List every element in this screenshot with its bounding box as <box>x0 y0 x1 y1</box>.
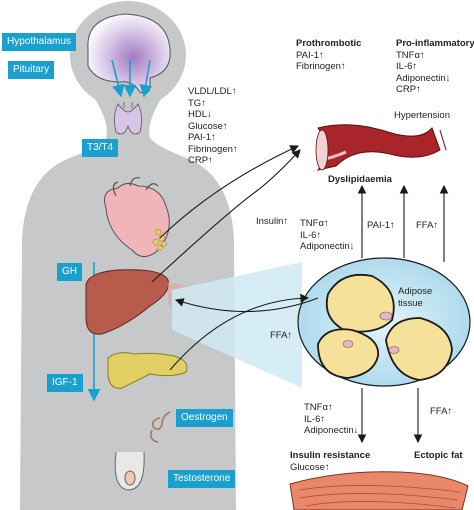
ectopic-fat-label: Ectopic fat <box>414 450 463 461</box>
adipose-tissue-illustration <box>297 257 471 387</box>
tag-oestrogen: Oestrogen <box>176 409 233 427</box>
pai1-up-label: PAI-1↑ <box>367 220 395 231</box>
marker-pai1: PAI-1↑ <box>188 132 216 143</box>
marker-fibrinogen: Fibrinogen↑ <box>188 143 238 155</box>
thyroid-illustration <box>114 102 142 135</box>
insulin-resistance-block: Insulin resistance Glucose↑ <box>290 450 370 473</box>
proinflammatory-adiponectin: Adiponectin↓ <box>396 72 451 84</box>
marker-glucose: Glucose↑ <box>188 120 228 132</box>
marker-vldl-ldl: VLDL/LDL↑ <box>188 86 237 97</box>
down-tnf: TNFα↑ <box>304 402 333 413</box>
proinflammatory-tnf: TNFα↑ <box>396 49 425 61</box>
adipose-zoom-funnel <box>172 262 302 388</box>
tag-t3t4: T3/T4 <box>82 139 119 157</box>
prothrombotic-title: Prothrombotic <box>296 38 362 49</box>
blood-markers-list: VLDL/LDL↑ TG↑ HDL↓ Glucose↑ PAI-1↑ Fibri… <box>188 86 238 167</box>
ffa-liver-label: FFA↑ <box>270 330 293 341</box>
proinflammatory-il6: IL-6↑ <box>396 61 418 72</box>
down-adiponectin: Adiponectin↓ <box>304 425 359 436</box>
proinflammatory-block: Pro-inflammatory TNFα↑ IL-6↑ Adiponectin… <box>396 38 474 96</box>
prothrombotic-pai1: PAI-1↑ <box>296 49 324 61</box>
tag-pituitary: Pituitary <box>8 61 55 79</box>
proinflammatory-crp: CRP↑ <box>396 84 421 95</box>
ffa-down-label: FFA↑ <box>430 406 453 417</box>
adipose-label-line2: tissue <box>398 297 423 309</box>
glucose-up-label: Glucose↑ <box>290 461 330 473</box>
insulin-resistance-label: Insulin resistance <box>290 450 371 461</box>
marker-crp: CRP↑ <box>188 155 213 166</box>
tag-testosterone: Testosterone <box>168 470 236 488</box>
ffa-up-right-label: FFA↑ <box>416 220 439 231</box>
marker-tg: TG↑ <box>188 97 206 109</box>
adipose-label-line1: Adipose <box>398 286 433 297</box>
up-adiponectin: Adiponectin↓ <box>300 241 355 252</box>
pathway-arrows <box>151 145 449 444</box>
adipose-tissue-label: Adipose tissue <box>398 286 432 309</box>
hypertension-label: Hypertension <box>394 110 450 121</box>
tag-gh: GH <box>57 263 82 281</box>
up-il6: IL-6↑ <box>300 229 322 241</box>
muscle-illustration <box>289 471 469 510</box>
proinflammatory-title: Pro-inflammatory <box>396 38 474 49</box>
tag-igf1: IGF-1 <box>47 374 83 392</box>
blood-vessel-illustration <box>315 124 447 171</box>
brain-illustration <box>87 13 171 94</box>
prothrombotic-block: Prothrombotic PAI-1↑ Fibrinogen↑ <box>296 38 361 73</box>
ovary-illustration <box>150 411 171 443</box>
up-tnf: TNFα↑ <box>300 218 329 229</box>
dyslipidaemia-label: Dyslipidaemia <box>328 174 392 185</box>
down-il6: IL-6↑ <box>304 413 326 425</box>
adipose-secretions-up: TNFα↑ IL-6↑ Adiponectin↓ <box>300 218 354 253</box>
adipose-secretions-down: TNFα↑ IL-6↑ Adiponectin↓ <box>304 402 358 437</box>
pancreas-illustration <box>107 352 188 389</box>
heart-illustration <box>104 177 170 257</box>
prothrombotic-fibrinogen: Fibrinogen↑ <box>296 61 346 72</box>
testes-illustration <box>114 451 145 491</box>
tag-hypothalamus: Hypothalamus <box>2 33 76 51</box>
insulin-label: Insulin↑ <box>256 216 289 227</box>
marker-hdl: HDL↓ <box>188 109 212 120</box>
